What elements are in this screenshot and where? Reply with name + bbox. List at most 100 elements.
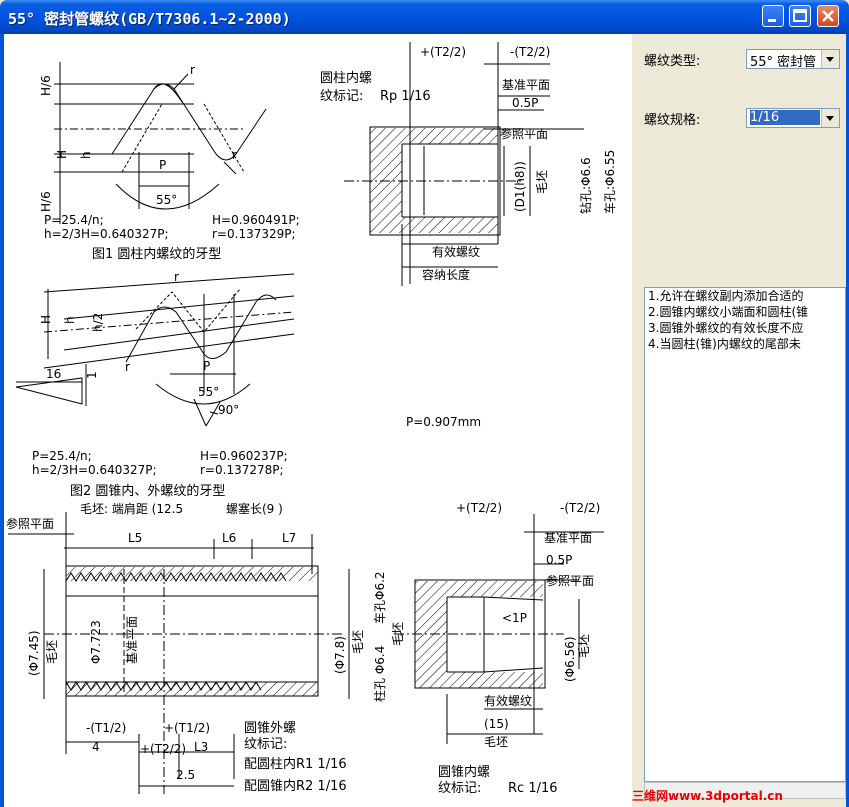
fig1-p-formula: P=25.4/n; bbox=[44, 213, 104, 227]
fig1-r-bottom: r bbox=[232, 148, 237, 162]
tint-turn: 车孔Φ6.2 bbox=[372, 571, 387, 624]
fig2-caption: 图2 圆锥内、外螺纹的牙型 bbox=[70, 483, 225, 499]
drawing-text: H/6 H h H/6 r r P 55° P=25.4/n; h=2/3H=0… bbox=[6, 45, 617, 796]
cyl-mark: Rp 1/16 bbox=[380, 89, 431, 104]
cyl-title1: 圆柱内螺 bbox=[320, 70, 372, 86]
control-panel: 螺纹类型: 55° 密封管 螺纹规格: 1/16 1.允许在螺纹副内添加合适的 … bbox=[632, 34, 846, 807]
fig2-taper-1: 1 bbox=[85, 371, 99, 379]
notes-horizontal-scrollbar[interactable] bbox=[644, 782, 846, 799]
note-item: 1.允许在螺纹副内添加合适的 bbox=[648, 289, 804, 303]
tint-title2: 纹标记: bbox=[438, 781, 481, 796]
minimize-icon bbox=[768, 19, 776, 22]
chevron-down-icon[interactable] bbox=[821, 109, 839, 127]
ext-blank-row: 毛坯: 端肩距 (12.5 bbox=[80, 501, 183, 516]
close-button[interactable] bbox=[817, 5, 839, 27]
fig1-h: h bbox=[79, 151, 93, 159]
tint-col-hole: 柱孔 Φ6.4 bbox=[372, 646, 387, 702]
ext-pair2: 配圆锥内R2 1/16 bbox=[244, 778, 347, 794]
tint-half-p: 0.5P bbox=[546, 553, 572, 567]
fig1-pitch: P bbox=[159, 158, 166, 172]
fig1-H: H bbox=[55, 150, 69, 159]
ext-base-v: 基准平面 bbox=[125, 616, 139, 664]
window-frame-left bbox=[0, 34, 4, 807]
tint-ref-plane: 基准平面 bbox=[544, 531, 592, 545]
fig2-profile bbox=[15, 273, 295, 427]
ext-dia-right: (Φ7.8) bbox=[333, 636, 347, 674]
thread-type-select[interactable]: 55° 密封管 bbox=[746, 49, 840, 70]
maximize-button[interactable] bbox=[789, 5, 811, 27]
tint-plus-t: +(T2/2) bbox=[456, 501, 502, 515]
tint-title1: 圆锥内螺 bbox=[438, 764, 490, 780]
cyl-drill: 钻孔:Φ6.6 bbox=[578, 157, 593, 214]
fig1-h6-top: H/6 bbox=[39, 75, 53, 96]
thread-spec-label: 螺纹规格: bbox=[644, 113, 701, 128]
tint-lt1p: <1P bbox=[502, 611, 527, 625]
cyl-minus-t: -(T2/2) bbox=[510, 45, 550, 59]
ext-l3: L3 bbox=[194, 740, 208, 754]
cyl-d1: (D1(h8)) bbox=[513, 161, 527, 212]
cyl-ref-plane2: 参照平面 bbox=[500, 126, 548, 141]
cyl-ref-plane: 基准平面 bbox=[502, 78, 550, 92]
ext-two-five: 2.5 bbox=[176, 768, 195, 782]
cylindrical-thread-section bbox=[344, 42, 584, 286]
fig1-caption: 图1 圆柱内螺纹的牙型 bbox=[92, 246, 221, 262]
fig2-r-formula: r=0.137278P; bbox=[200, 463, 284, 477]
fig2-p-formula: P=25.4/n; bbox=[32, 449, 92, 463]
ext-l6: L6 bbox=[222, 531, 236, 545]
thread-type-label: 螺纹类型: bbox=[644, 54, 701, 69]
cyl-title2: 纹标记: bbox=[320, 89, 363, 104]
ext-blank-v2: 毛坯 bbox=[351, 630, 365, 654]
tint-mark: Rc 1/16 bbox=[508, 781, 558, 796]
fig2-h: h bbox=[63, 316, 77, 324]
ext-title1: 圆锥外螺 bbox=[244, 721, 296, 736]
fig2-pitch: P bbox=[203, 359, 210, 373]
fig2-taper-16: 16 bbox=[46, 367, 61, 381]
fig1-r-formula: r=0.137329P; bbox=[212, 227, 296, 241]
title-bar[interactable]: 55° 密封管螺纹(GB/T7306.1~2-2000) bbox=[0, 0, 849, 34]
maximize-icon bbox=[793, 9, 807, 22]
tint-minus-t: -(T2/2) bbox=[560, 501, 600, 515]
cyl-blank: 毛坯 bbox=[535, 170, 549, 194]
note-item: 4.当圆柱(锥)内螺纹的尾部未 bbox=[648, 337, 801, 351]
tint-blank3: 毛坯 bbox=[484, 735, 508, 749]
ext-minus-t1: -(T1/2) bbox=[86, 721, 126, 735]
chevron-down-icon[interactable] bbox=[821, 50, 839, 68]
fig1-h-formula: h=2/3H=0.640327P; bbox=[44, 227, 169, 241]
fig1-profile bbox=[54, 62, 267, 224]
ext-dia-left: (Φ7.45) bbox=[27, 630, 41, 676]
fig2-r-top: r bbox=[174, 270, 179, 284]
fig1-H-formula: H=0.960491P; bbox=[212, 213, 300, 227]
ext-title2: 纹标记: bbox=[244, 737, 287, 752]
tint-blank2: 毛坯 bbox=[577, 634, 591, 658]
notes-box[interactable]: 1.允许在螺纹副内添加合适的 2.圆锥内螺纹小端面和圆柱(锥 3.圆锥外螺纹的有… bbox=[644, 287, 846, 782]
cyl-half-p: 0.5P bbox=[512, 96, 538, 110]
ext-blank-v: 毛坯 bbox=[45, 640, 59, 664]
drawing-canvas: H/6 H h H/6 r r P 55° P=25.4/n; h=2/3H=0… bbox=[4, 34, 632, 807]
cyl-turn: 车孔:Φ6.55 bbox=[602, 150, 617, 214]
tapered-internal-section bbox=[394, 514, 604, 744]
fig2-r-bottom: r bbox=[125, 360, 130, 374]
note-item: 2.圆锥内螺纹小端面和圆柱(锥 bbox=[648, 305, 809, 319]
window-frame-right bbox=[846, 34, 849, 807]
thread-spec-select[interactable]: 1/16 bbox=[746, 108, 840, 128]
close-icon bbox=[822, 10, 834, 22]
ext-plug-len: 螺塞长(9 ) bbox=[226, 501, 283, 516]
fig2-angle: 55° bbox=[198, 385, 219, 399]
minimize-button[interactable] bbox=[762, 5, 784, 27]
fig2-H: H bbox=[39, 315, 53, 324]
fig1-angle: 55° bbox=[156, 193, 177, 207]
fig2-h-formula: h=2/3H=0.640327P; bbox=[32, 463, 157, 477]
cyl-plus-t: +(T2/2) bbox=[420, 45, 466, 59]
thread-spec-value: 1/16 bbox=[750, 110, 820, 125]
tint-ref-plane2: 参照平面 bbox=[546, 573, 594, 588]
fig1-r-top: r bbox=[190, 63, 195, 77]
note-item: 3.圆锥外螺纹的有效长度不应 bbox=[648, 321, 804, 335]
ext-ref-plane: 参照平面 bbox=[6, 516, 54, 531]
cyl-effective: 有效螺纹 bbox=[432, 244, 480, 259]
tapered-external-section bbox=[8, 512, 350, 794]
drawing-lines bbox=[8, 42, 604, 794]
tint-fifteen: (15) bbox=[484, 717, 509, 731]
ext-plus-t1: +(T1/2) bbox=[164, 721, 210, 735]
ext-plus-t2: +(T2/2) bbox=[140, 742, 186, 756]
